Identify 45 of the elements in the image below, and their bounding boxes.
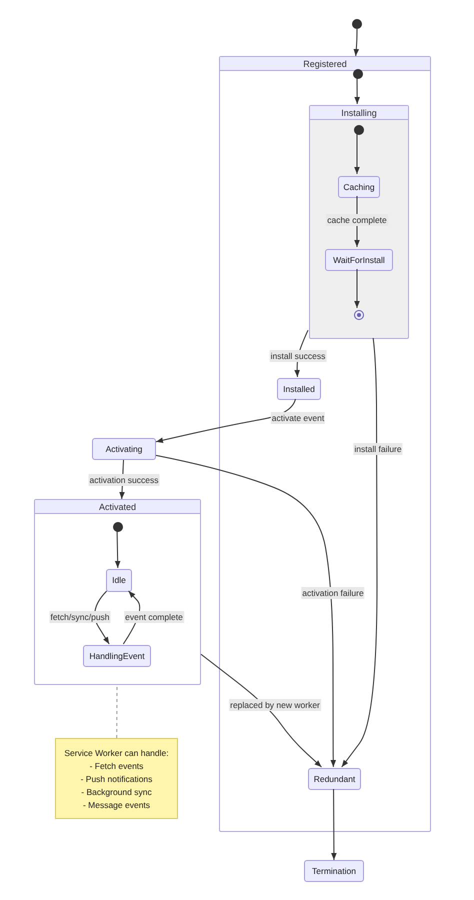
state-title: Installing [310, 106, 408, 120]
note-line: - Push notifications [80, 772, 152, 784]
transition-arrow [354, 132, 360, 174]
composite-state [34, 499, 201, 685]
state-box: WaitForInstall [325, 249, 393, 271]
edge-label: event complete [124, 611, 184, 623]
transition-arrow [341, 338, 378, 768]
note-line: Service Worker can handle: [64, 746, 169, 758]
state-title: Activated [35, 500, 200, 514]
state-box: Caching [338, 176, 380, 198]
transition-arrow [156, 398, 296, 443]
state-title: Registered [220, 57, 430, 71]
start-state [113, 522, 123, 532]
transition-arrow [156, 454, 336, 768]
start-state [353, 69, 363, 79]
transition-arrow [354, 78, 360, 104]
state-box: Redundant [308, 768, 361, 790]
edge-label: replaced by new worker [229, 699, 321, 711]
note-connector [116, 684, 118, 738]
composite-state [309, 105, 409, 339]
state-box: Installed [277, 378, 321, 400]
state-box: Idle [106, 569, 132, 592]
note-line: - Background sync [81, 786, 152, 798]
start-state [354, 125, 364, 135]
edge-label: install success [270, 350, 326, 362]
state-box: Activating [92, 438, 156, 460]
note-box [55, 738, 178, 819]
edge-label: activate event [270, 412, 326, 424]
transition-arrow [114, 530, 120, 568]
note-line: - Message events [82, 798, 150, 810]
transition-arrow [200, 654, 322, 768]
transition-arrow [354, 268, 360, 308]
state-box: Termination [304, 860, 364, 882]
transition-arrow [354, 28, 360, 56]
edge-label: fetch/sync/push [49, 611, 111, 623]
note-line: - Fetch events [90, 760, 144, 772]
start-state [352, 19, 362, 29]
edge-label: install failure [353, 443, 403, 455]
composite-state [219, 56, 431, 832]
edge-label: activation failure [301, 587, 365, 599]
final-state [354, 310, 364, 320]
transition-arrow [331, 788, 337, 860]
state-box: HandlingEvent [83, 645, 151, 667]
edge-label: cache complete [326, 214, 388, 226]
edge-label: activation success [88, 474, 160, 486]
